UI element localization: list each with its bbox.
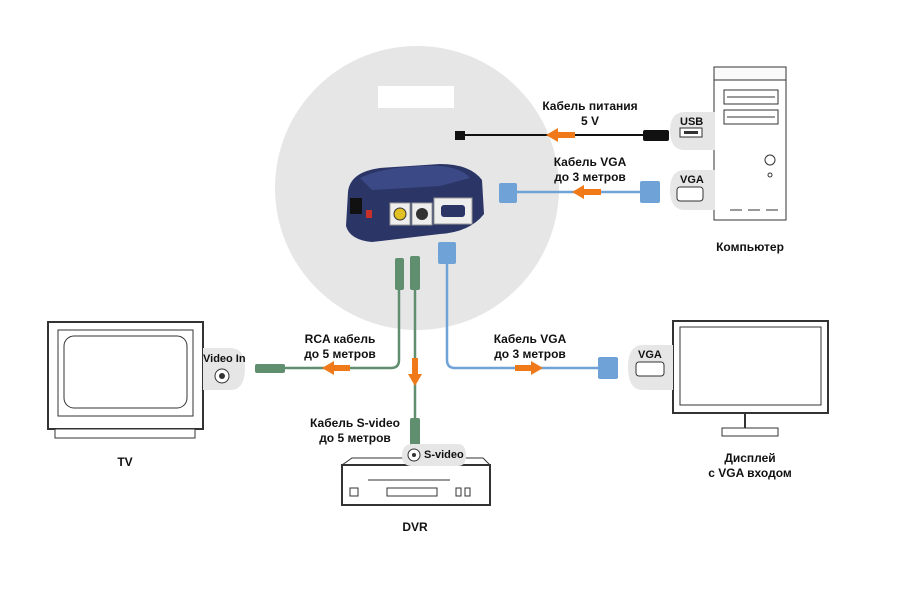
vga-converter-box [346, 164, 484, 242]
vga-in-cable-label: Кабель VGA до 3 метров [520, 155, 660, 185]
usb-port-badge [670, 112, 715, 150]
vga-out-cable-label: Кабель VGA до 3 метров [470, 332, 590, 362]
arrow-svideo [408, 358, 422, 386]
svideo-cable [410, 256, 420, 446]
arrow-vga-pc [572, 185, 601, 199]
vga-port-label-pc: VGA [680, 174, 704, 186]
vga-out-cable-label-line1: Кабель VGA [493, 332, 567, 346]
power-cable-label: Кабель питания 5 V [520, 99, 660, 129]
display-label-line2: с VGA входом [708, 466, 792, 480]
svideo-cable-label-line1: Кабель S-video [310, 416, 400, 430]
rca-cable-label-line1: RCA кабель [304, 332, 376, 346]
vga-port-badge-pc [670, 170, 715, 210]
vga-out-cable-label-line2: до 3 метров [494, 347, 566, 361]
display-label: Дисплей с VGA входом [690, 451, 810, 481]
vga-cable-display [438, 242, 618, 379]
vga-port-badge-display [628, 345, 673, 390]
svideo-port-label: S-video [424, 449, 464, 461]
vga-in-cable-label-line1: Кабель VGA [553, 155, 627, 169]
display-label-line1: Дисплей [724, 451, 776, 465]
vga-in-cable-label-line2: до 3 метров [554, 170, 626, 184]
power-cable-label-line1: Кабель питания [542, 99, 638, 113]
arrow-vga-display [515, 361, 543, 375]
display-icon [672, 320, 829, 437]
svideo-cable-label-line2: до 5 метров [319, 431, 391, 445]
video-in-port-badge [203, 348, 245, 390]
rca-cable-label-line2: до 5 метров [304, 347, 376, 361]
rca-cable-label: RCA кабель до 5 метров [280, 332, 400, 362]
svideo-cable-label: Кабель S-video до 5 метров [300, 416, 410, 446]
dvr-icon [340, 457, 492, 506]
arrow-rca [322, 361, 350, 375]
computer-label: Компьютер [716, 240, 784, 254]
tv-icon [47, 321, 204, 439]
svideo-port-badge [402, 444, 466, 466]
tv-label: TV [117, 455, 133, 469]
dvr-label: DVR [402, 520, 428, 534]
blank-label-box [378, 86, 454, 108]
computer-icon [713, 66, 787, 221]
arrow-power [546, 128, 575, 142]
rca-cable [255, 258, 404, 373]
power-cable-label-line2: 5 V [580, 114, 599, 128]
vga-port-label-display: VGA [638, 349, 662, 361]
usb-port-label: USB [680, 116, 704, 128]
video-in-port-label: Video In [203, 353, 246, 365]
